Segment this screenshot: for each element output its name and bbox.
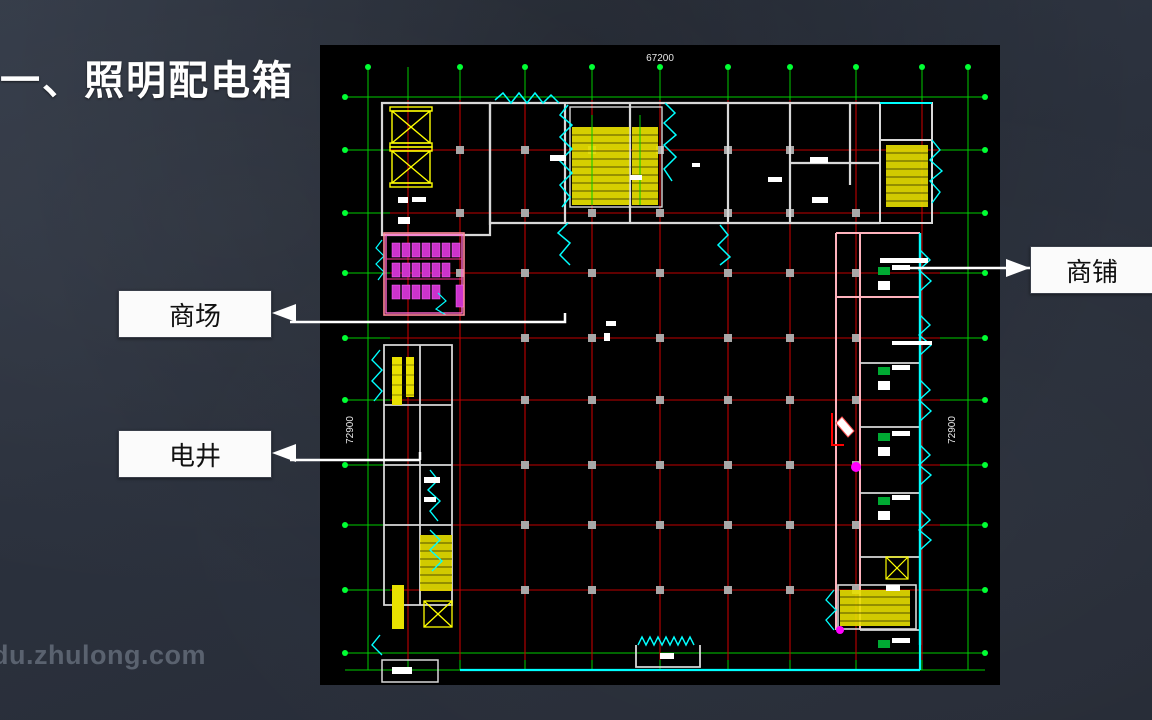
grid-bubbles bbox=[342, 64, 988, 656]
shop-units-walls bbox=[835, 232, 920, 630]
stair-top-center bbox=[569, 106, 663, 208]
arrow-head-shaft bbox=[272, 444, 296, 462]
elevator-lower-left bbox=[423, 600, 453, 628]
dimension-left: 72900 bbox=[345, 416, 356, 444]
seating-room-left bbox=[375, 232, 465, 316]
misc-annotations bbox=[604, 163, 700, 341]
top-block-walls bbox=[380, 101, 880, 237]
callout-shop-text: 商铺 bbox=[1065, 256, 1118, 287]
stair-bottom-right bbox=[825, 556, 917, 631]
callout-label-shaft[interactable]: 电井 bbox=[118, 430, 272, 478]
callout-label-mall[interactable]: 商场 bbox=[118, 290, 272, 338]
cad-drawing-canvas[interactable]: 67200 72900 72900 bbox=[320, 45, 1000, 685]
arrow-head-mall bbox=[272, 304, 296, 322]
callout-label-shop[interactable]: 商铺 bbox=[1030, 246, 1152, 294]
dimension-top: 67200 bbox=[646, 53, 674, 64]
shaft-fixtures bbox=[392, 357, 414, 629]
annotation-marker bbox=[831, 413, 861, 472]
arrow-head-shop bbox=[1006, 259, 1030, 277]
room-text-labels bbox=[550, 155, 828, 203]
dimension-right: 72900 bbox=[947, 416, 958, 444]
stair-top-right bbox=[886, 139, 944, 207]
callout-shaft-text: 电井 bbox=[168, 440, 221, 471]
bottom-entrance bbox=[635, 635, 701, 668]
callout-mall-text: 商场 bbox=[168, 300, 221, 331]
elevator-cars bbox=[389, 106, 433, 224]
watermark-text: du.zhulong.com bbox=[0, 640, 206, 670]
page-title: 一、照明配电箱 bbox=[0, 59, 294, 103]
